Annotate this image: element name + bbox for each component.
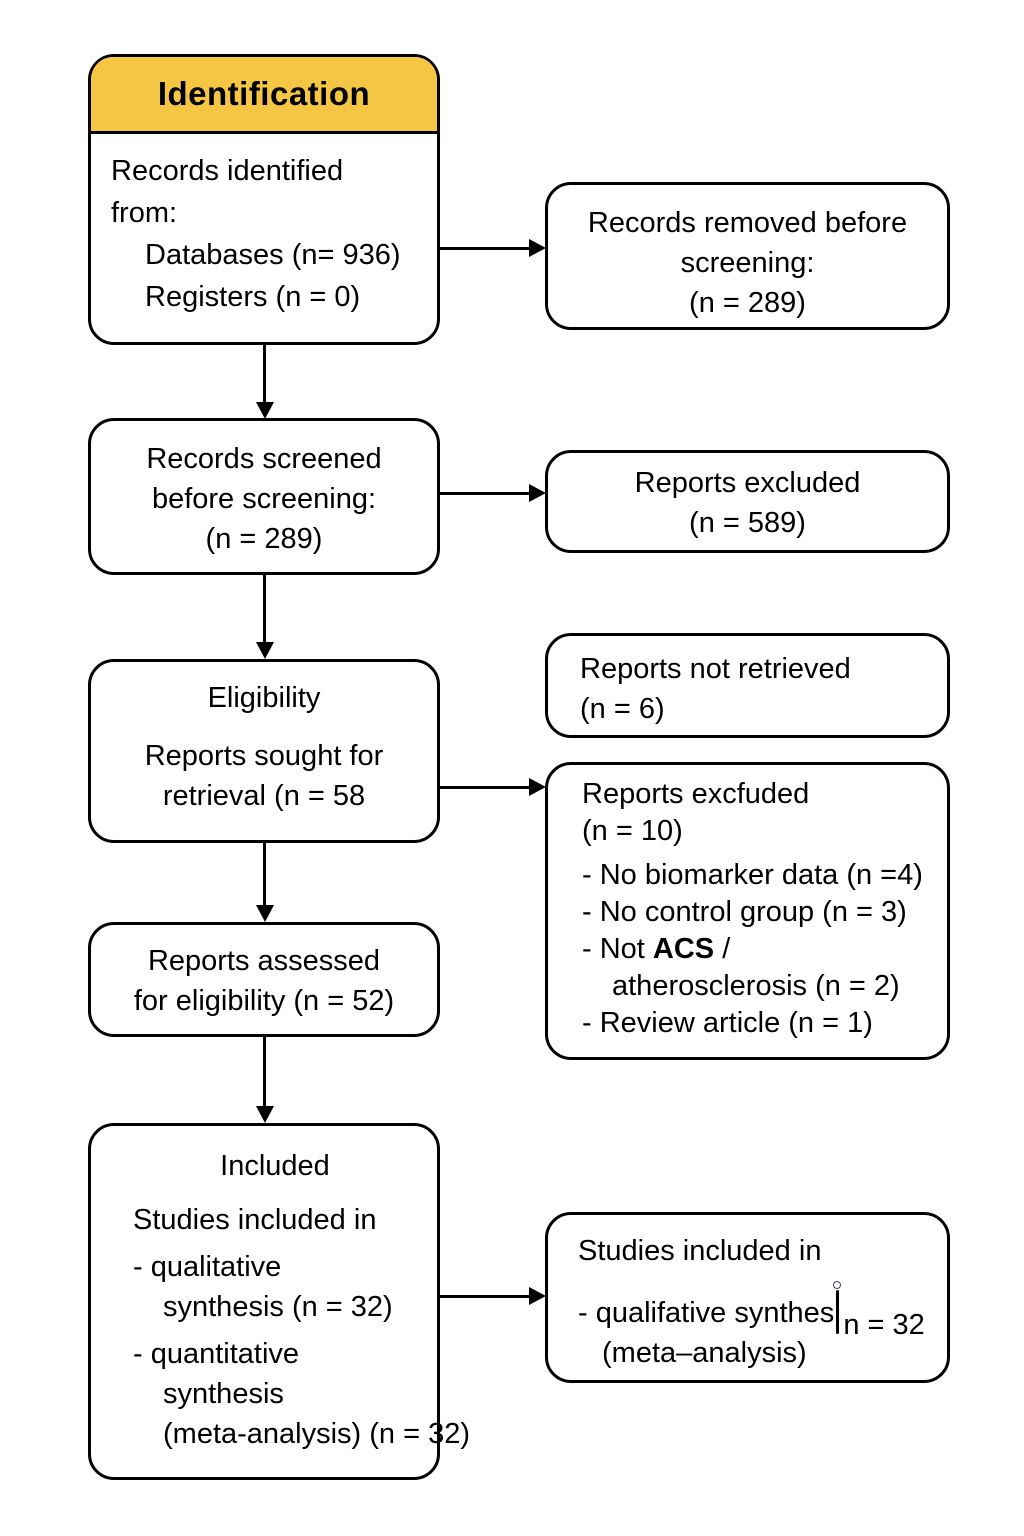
text-line: Reports excfuded <box>582 778 810 810</box>
box-records-screened: Records screened before screening: (n = 28… <box>88 418 440 575</box>
arrowhead-down-icon <box>256 1106 274 1123</box>
box-reports-assessed-content: Reports assessed for eligibility (n = 52) <box>91 925 437 1037</box>
arrowhead-right-icon <box>529 778 546 796</box>
text-line: - quantitative <box>133 1338 300 1370</box>
arrowhead-right-icon <box>529 484 546 502</box>
text-line: before screening: <box>151 483 377 515</box>
arrow-eligibility-to-assessed <box>263 843 266 906</box>
text-line: Reports excluded <box>634 467 861 499</box>
text-line: from: <box>111 197 178 229</box>
text-line: Databases (n= 936) <box>145 239 401 271</box>
text-segment: ACS <box>652 933 715 965</box>
arrowhead-right-icon <box>529 239 546 257</box>
text-segment: n = 32 <box>843 1309 925 1341</box>
text-line: for eligibility (n = 52) <box>133 985 395 1017</box>
text-segment: - Not <box>582 933 653 965</box>
text-line: Reports assessed <box>147 945 381 977</box>
text-segment: / <box>714 933 731 965</box>
box-identification-content: Records identified from: Databases (n= 936… <box>91 134 437 334</box>
box-reports-excluded-589: Reports excluded (n = 589) <box>545 450 950 553</box>
text-line: - Review article (n = 1) <box>582 1007 873 1039</box>
arrow-assessed-to-included <box>263 1037 266 1107</box>
text-line: (n = 6) <box>580 693 665 725</box>
arrowhead-down-icon <box>256 642 274 659</box>
box-records-screened-content: Records screened before screening: (n = 28… <box>91 421 437 577</box>
text-line: Eligibility <box>207 682 321 714</box>
text-line: retrieval (n = 58 <box>162 780 366 812</box>
identification-header: Identification <box>91 57 437 134</box>
box-identification: Identification Records identified from: Da… <box>88 54 440 345</box>
box-records-removed: Records removed before screening: (n = 289… <box>545 182 950 330</box>
text-line: synthesis (n = 32) <box>163 1291 393 1323</box>
arrow-included-to-meta <box>440 1295 530 1298</box>
arrow-identification-to-removed <box>440 247 530 250</box>
text-line: Records identified <box>111 155 344 187</box>
arrow-eligibility-to-excluded10 <box>440 786 530 789</box>
text-line: screening: <box>680 247 815 279</box>
text-line: (n = 589) <box>689 507 806 539</box>
text-line: Registers (n = 0) <box>145 281 361 313</box>
box-studies-included-meta-content: Studies included in - qualifative synthes… <box>548 1215 947 1389</box>
text-line: Records screened <box>146 443 382 475</box>
text-line: (meta-analysis) (n = 32) <box>163 1418 471 1450</box>
box-reports-excluded-10-content: Reports excfuded (n = 10) - No biomarker d… <box>548 765 947 1053</box>
text-line: atherosclerosis (n = 2) <box>612 970 900 1002</box>
text-line: (meta–analysis) <box>602 1337 807 1369</box>
arrow-screened-to-eligibility <box>263 575 266 643</box>
text-segment: - qualifative synthes <box>578 1297 835 1329</box>
text-line: Studies included in <box>133 1204 377 1236</box>
text-line: synthesis <box>163 1378 284 1410</box>
text-line: - qualitative <box>133 1251 282 1283</box>
text-line: Reports sought for <box>144 740 384 772</box>
box-records-removed-content: Records removed before screening: (n = 289… <box>548 185 947 341</box>
text-line: - No control group (n = 3) <box>582 896 907 928</box>
text-line: (n = 10) <box>582 815 683 847</box>
box-reports-not-retrieved-content: Reports not retrieved (n = 6) <box>548 636 947 742</box>
arrowhead-right-icon <box>529 1287 546 1305</box>
arrowhead-down-icon <box>256 402 274 419</box>
text-line: Reports not retrieved <box>580 653 851 685</box>
box-reports-excluded-589-content: Reports excluded (n = 589) <box>548 453 947 553</box>
text-line: Studies included in <box>578 1235 822 1267</box>
text-line: (n = 289) <box>205 523 323 555</box>
stray-bar-glyph-icon <box>833 1281 842 1334</box>
text-line: - Not ACS / <box>582 931 933 968</box>
text-line: Included <box>220 1150 330 1182</box>
box-reports-not-retrieved: Reports not retrieved (n = 6) <box>545 633 950 738</box>
box-studies-included-meta: Studies included in - qualifative synthes… <box>545 1212 950 1383</box>
text-line: (n = 289) <box>689 287 806 319</box>
box-reports-assessed: Reports assessed for eligibility (n = 52) <box>88 922 440 1037</box>
box-reports-excluded-10: Reports excfuded (n = 10) - No biomarker d… <box>545 762 950 1060</box>
arrowhead-down-icon <box>256 905 274 922</box>
text-line: - No biomarker data (n =4) <box>582 859 923 891</box>
arrow-identification-to-screened <box>263 345 266 402</box>
arrow-screened-to-excluded <box>440 492 530 495</box>
text-line: Records removed before <box>587 207 908 239</box>
